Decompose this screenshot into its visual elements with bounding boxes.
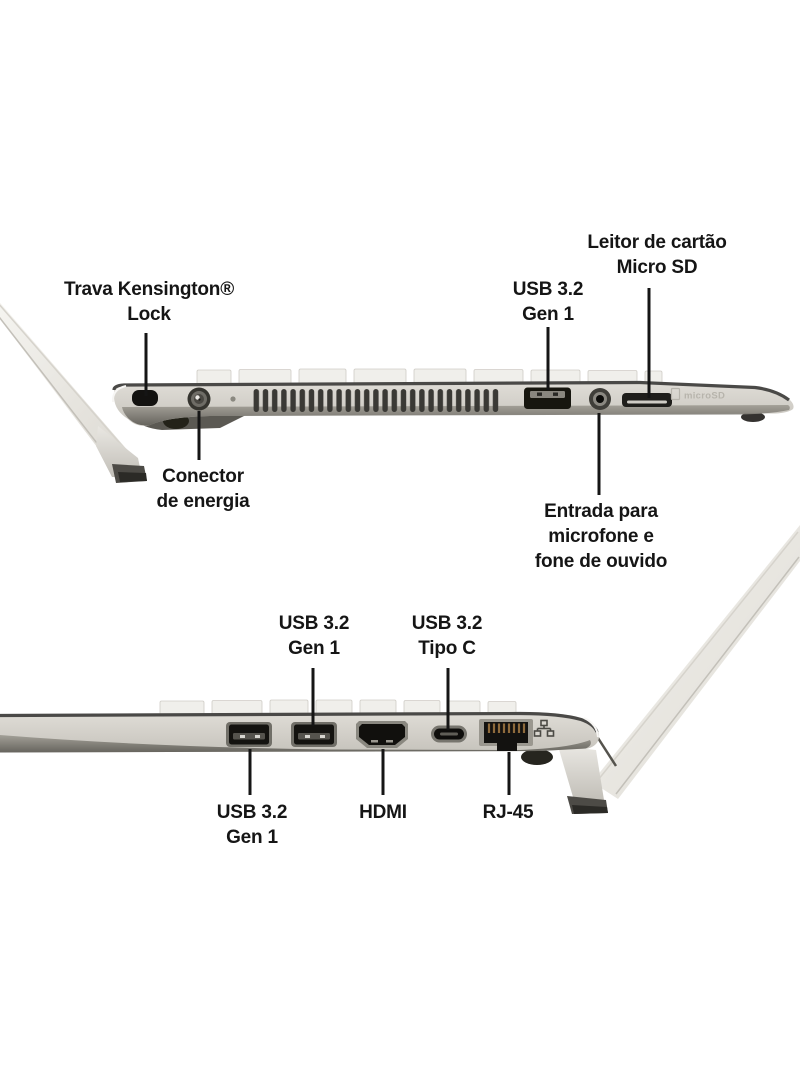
sd-card-icon: [670, 387, 681, 401]
leader-lines-right-view: [248, 668, 511, 795]
label-line: Tipo C: [418, 638, 476, 659]
label-line: Leitor de cartão: [587, 232, 727, 253]
label-line: Trava Kensington®: [63, 279, 235, 300]
usb-a-port-left: [524, 387, 571, 409]
usb-c-port: [431, 725, 467, 743]
edge-highlight: [583, 717, 599, 738]
rubber-foot: [521, 749, 553, 765]
label-usb-left-view: USB 3.2 Gen 1: [512, 277, 584, 327]
label-hdmi: HDMI: [359, 800, 407, 825]
label-line: HDMI: [359, 802, 407, 823]
kensington-lock-slot: [132, 390, 158, 406]
svg-text:microSD: microSD: [684, 391, 725, 402]
label-line: Micro SD: [616, 257, 698, 278]
microsd-etched-label: microSD: [670, 387, 725, 402]
label-usb-upper-right-view: USB 3.2 Gen 1: [278, 611, 350, 661]
power-connector: [187, 387, 211, 411]
label-line: fone de ouvido: [534, 551, 668, 572]
label-line: Conector: [162, 466, 244, 487]
label-usb-typec: USB 3.2 Tipo C: [411, 611, 483, 661]
deck-edge-line: [112, 380, 790, 402]
label-line: de energia: [156, 491, 250, 512]
right-side-view: [0, 525, 800, 814]
cooling-vent-grille: [252, 389, 501, 412]
label-microsd-reader: Leitor de cartão Micro SD: [587, 230, 727, 280]
label-line: microfone e: [548, 526, 654, 547]
edge-highlight: [111, 385, 127, 403]
label-line: USB 3.2: [512, 279, 584, 300]
usb-a-port-2: [291, 722, 337, 747]
rubber-foot-right: [741, 412, 765, 422]
label-rj45: RJ-45: [483, 800, 534, 825]
label-line: Gen 1: [226, 827, 278, 848]
label-kensington-lock: Trava Kensington® Lock: [64, 277, 234, 327]
leader-lines-left-view: [144, 288, 651, 495]
label-line: USB 3.2: [278, 613, 350, 634]
keyboard-keys-edge: [159, 699, 517, 718]
hinge-crease: [596, 737, 618, 767]
rj45-port: [479, 719, 533, 751]
underside-shading: [0, 735, 591, 753]
lid-foot: [96, 426, 147, 483]
label-line: Lock: [127, 304, 171, 325]
lid-foot: [558, 746, 608, 814]
label-line: Gen 1: [522, 304, 574, 325]
label-usb-lower-right-view: USB 3.2 Gen 1: [216, 800, 288, 850]
label-power-connector: Conector de energia: [156, 464, 249, 514]
ethernet-icon: [533, 719, 555, 737]
laptop-lid: [592, 525, 800, 799]
usb-a-port-1: [226, 722, 272, 747]
label-line: Gen 1: [288, 638, 340, 659]
label-line: USB 3.2: [216, 802, 288, 823]
left-side-view: microSD: [0, 288, 794, 495]
hdmi-port: [356, 721, 408, 748]
screw-hole: [230, 396, 236, 402]
label-audio-jack: Entrada para microfone e fone de ouvido: [534, 499, 668, 574]
label-line: USB 3.2: [411, 613, 483, 634]
audio-jack: [589, 388, 611, 410]
label-line: RJ-45: [482, 802, 534, 823]
label-line: Entrada para: [544, 501, 658, 522]
microsd-card-slot: [622, 393, 672, 407]
